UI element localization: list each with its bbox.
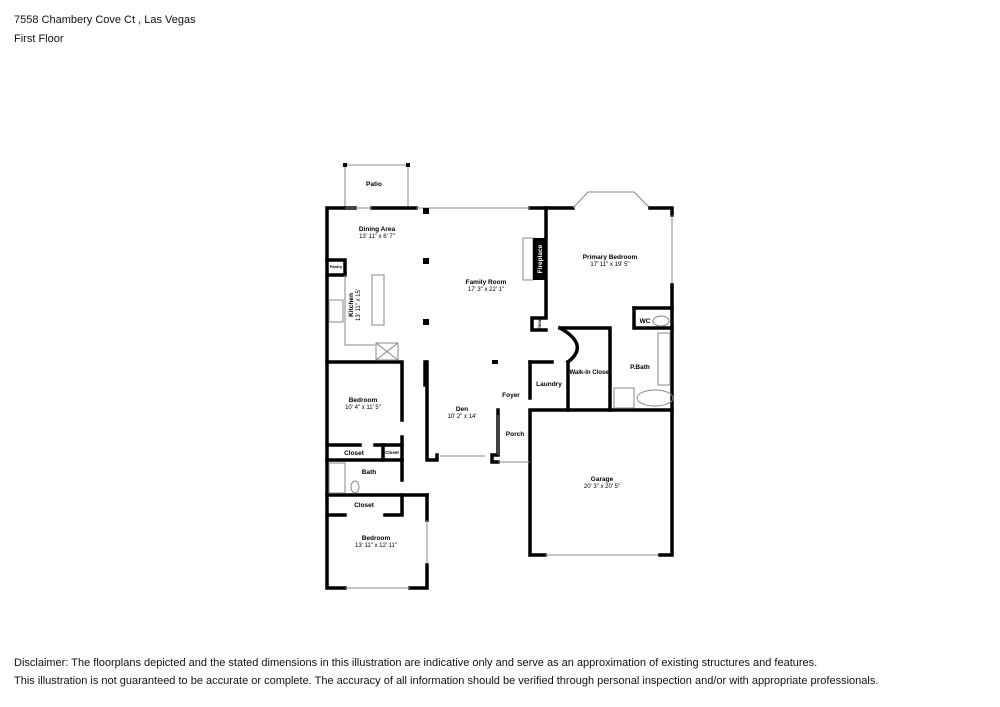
fireplace-label: Fireplace (537, 244, 544, 273)
address-title: 7558 Chambery Cove Ct , Las Vegas (14, 14, 196, 26)
closet-small-label: Closet (385, 450, 399, 455)
walkin-label: Walk-In Closet (569, 370, 610, 376)
patio-label: Patio (366, 181, 382, 188)
bedroom2-label: Bedroom (362, 535, 391, 542)
bedroom1-label: Bedroom (349, 397, 378, 404)
kitchen-label: Kitchen (348, 293, 355, 317)
closet2-label: Closet (354, 502, 375, 509)
closet1-label: Closet (344, 450, 365, 457)
family-room-dims: 17' 3" x 22' 1" (468, 287, 504, 293)
floor-label: First Floor (14, 33, 64, 45)
bath-label: Bath (362, 469, 376, 476)
den-label: Den (456, 406, 468, 413)
walls (325, 191, 674, 590)
laundry-label: Laundry (536, 381, 562, 388)
fixtures (328, 237, 674, 494)
den-dims: 10' 2" x 14' (447, 414, 476, 420)
garage-label: Garage (591, 476, 614, 483)
pbath-label: P.Bath (630, 364, 650, 371)
family-room-label: Family Room (466, 279, 507, 286)
dining-label: Dining Area (359, 226, 396, 233)
disclaimer-line-1: Disclaimer: The floorplans depicted and … (14, 657, 818, 669)
patio-outline (343, 163, 410, 208)
wc-label: WC (640, 318, 651, 325)
bedroom1-dims: 10' 4" x 11' 5" (345, 405, 381, 411)
bedroom2-dims: 13' 11" x 12' 11" (355, 543, 397, 549)
primary-bedroom-label: Primary Bedroom (583, 254, 638, 261)
pantry-label: Pantry (330, 264, 343, 269)
kitchen-dims: 13' 11" x 15' (356, 289, 362, 321)
closet-label: Closet (537, 317, 542, 331)
fireplace-block (533, 238, 546, 280)
garage-dims: 20' 3" x 20' 5" (584, 484, 620, 490)
porch-label: Porch (506, 431, 524, 438)
dining-dims: 13' 11" x 6' 7" (359, 234, 395, 240)
disclaimer-line-2: This illustration is not guaranteed to b… (14, 675, 879, 687)
foyer-label: Foyer (502, 392, 520, 399)
primary-bedroom-dims: 17' 11" x 19' 5" (590, 262, 629, 268)
